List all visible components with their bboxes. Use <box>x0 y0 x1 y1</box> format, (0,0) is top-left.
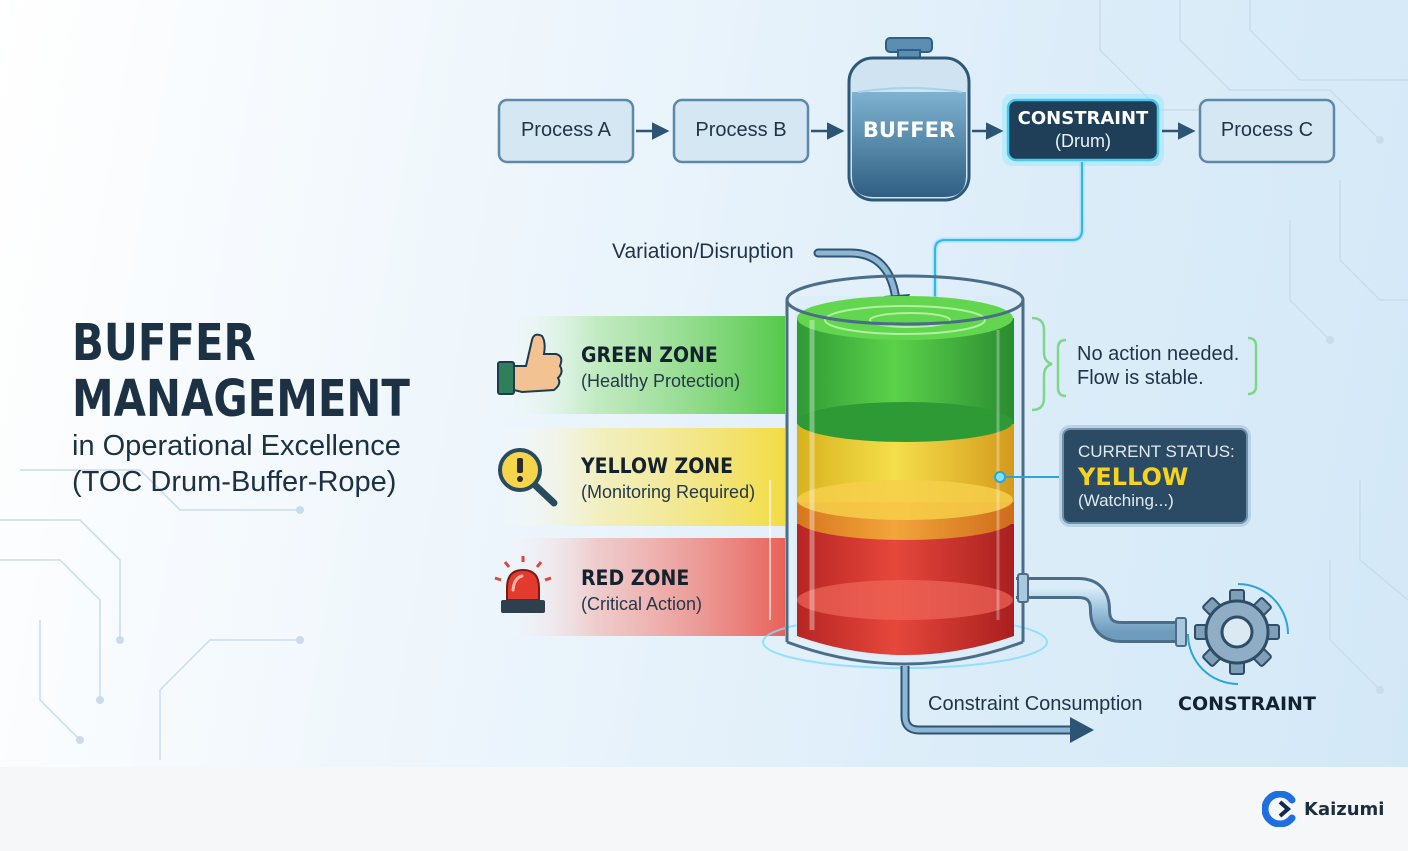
alarm-siren-icon <box>494 556 552 613</box>
green-zone-title: GREEN ZONE <box>581 343 718 367</box>
green-note-line-2: Flow is stable. <box>1077 367 1204 389</box>
thumbs-up-icon <box>497 333 563 395</box>
footer-bar <box>0 767 1408 851</box>
green-note-bracket <box>1031 316 1053 412</box>
yellow-zone-band <box>495 428 785 526</box>
variation-label: Variation/Disruption <box>612 240 794 263</box>
rope-line <box>934 162 1083 312</box>
status-value: YELLOW <box>1078 463 1189 491</box>
process-a-label: Process A <box>520 119 612 141</box>
red-zone-subtitle: (Critical Action) <box>581 594 703 614</box>
buffer-tank-icon <box>847 37 971 202</box>
brand-name: Kaizumi <box>1304 798 1385 820</box>
current-status-panel: CURRENT STATUS: YELLOW (Watching...) <box>1062 428 1248 524</box>
buffer-label: BUFFER <box>862 118 956 142</box>
consumption-arrowhead <box>1070 717 1094 743</box>
yellow-zone-subtitle: (Monitoring Required) <box>581 482 756 502</box>
kaizumi-logo-icon <box>1262 791 1296 827</box>
outlet-pipe <box>1016 573 1187 647</box>
process-b-box <box>672 98 810 164</box>
magnifier-warning-icon <box>498 448 558 507</box>
subtitle-line-2: (TOC Drum-Buffer-Rope) <box>72 466 397 498</box>
process-b-label: Process B <box>695 119 787 141</box>
circuit-decoration <box>0 0 1408 760</box>
red-zone-title: RED ZONE <box>581 566 690 590</box>
subtitle-line-1: in Operational Excellence <box>72 430 401 462</box>
title-line-2: MANAGEMENT <box>72 370 410 429</box>
status-detail: (Watching...) <box>1078 491 1174 510</box>
green-zone-subtitle: (Healthy Protection) <box>581 371 741 391</box>
constraint-label: CONSTRAINT <box>1178 693 1316 715</box>
buffer-level-tank <box>762 274 1048 669</box>
red-zone-band <box>495 538 785 636</box>
consumption-label: Constraint Consumption <box>928 693 1143 715</box>
process-a-box <box>497 98 635 164</box>
brand-logo: Kaizumi <box>1262 791 1384 827</box>
status-label: CURRENT STATUS: <box>1078 442 1235 461</box>
title-line-1: BUFFER <box>72 314 256 373</box>
process-c-box <box>1198 98 1336 164</box>
constraint-drum-label: CONSTRAINT <box>1017 108 1149 129</box>
process-c-label: Process C <box>1220 119 1314 141</box>
constraint-drum-box <box>1006 98 1160 162</box>
gear-icon <box>1187 583 1289 685</box>
green-note-line-1: No action needed. <box>1077 343 1240 365</box>
consumption-arrow <box>902 666 1072 733</box>
status-marker <box>994 471 1006 483</box>
green-note: No action needed. Flow is stable. <box>1077 342 1239 390</box>
yellow-zone-title: YELLOW ZONE <box>581 454 734 478</box>
diagram-canvas <box>0 0 1408 760</box>
title-block: BUFFER MANAGEMENT in Operational Excelle… <box>72 316 484 500</box>
constraint-drum-sublabel: (Drum) <box>1055 131 1111 151</box>
